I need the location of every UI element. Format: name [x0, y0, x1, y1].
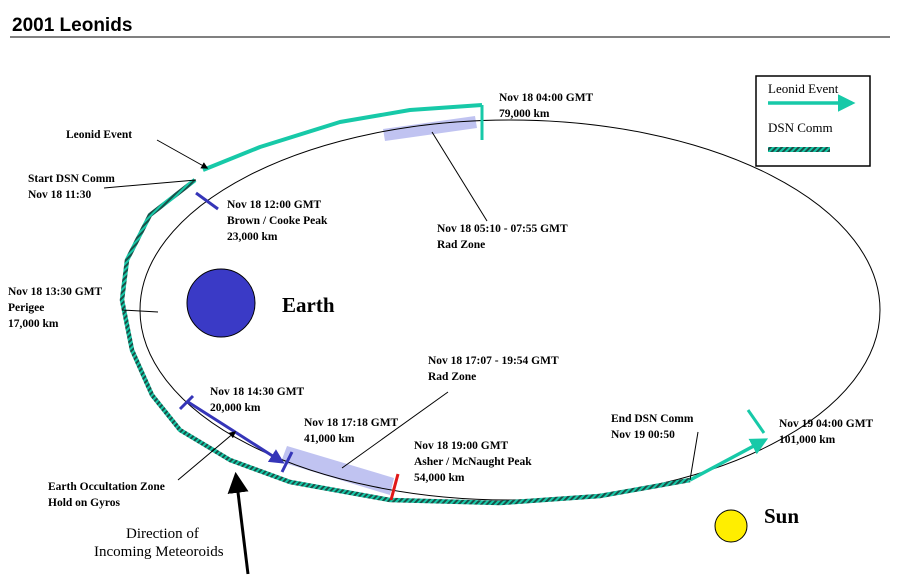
- leonid-event-path-lower: [689, 438, 769, 482]
- legend: Leonid Event DSN Comm: [755, 75, 871, 167]
- rad-zone-1-leader: [431, 131, 488, 222]
- t1718-label-line2: 41,000 km: [304, 433, 355, 445]
- occultation-leader: [177, 431, 237, 481]
- rad-zone-2-label-line1: Nov 18 17:07 - 19:54 GMT: [428, 355, 559, 367]
- occultation-label-line2: Hold on Gyros: [48, 497, 121, 509]
- dsn-comm-path: [119, 178, 691, 506]
- start-dsn-leader: [103, 179, 197, 189]
- t1200-label-line3: 23,000 km: [227, 231, 278, 243]
- sun-icon: [714, 509, 748, 543]
- rad-zone-2-label-line2: Rad Zone: [428, 371, 476, 383]
- t1430-label-line2: 20,000 km: [210, 402, 261, 414]
- gyro-hold-path: [187, 400, 285, 464]
- t1900-label-line3: 54,000 km: [414, 472, 465, 484]
- rad-zone-band-2: [281, 446, 394, 495]
- rad-zone-1-label-line1: Nov 18 05:10 - 07:55 GMT: [437, 223, 568, 235]
- attitude-mark-1200: [195, 191, 219, 211]
- page-title: 2001 Leonids: [12, 15, 132, 36]
- leonid-event-label: Leonid Event: [66, 129, 132, 141]
- legend-dsn-label: DSN Comm: [768, 120, 833, 135]
- rad-zone-2-leader: [341, 391, 449, 469]
- direction-label-line1: Direction of: [126, 526, 199, 542]
- nov19-label-line1: Nov 19 04:00 GMT: [779, 418, 874, 430]
- perigee-label-line1: Nov 18 13:30 GMT: [8, 286, 103, 298]
- t1900-label-line1: Nov 18 19:00 GMT: [414, 440, 509, 452]
- perigee-label-line2: Perigee: [8, 302, 44, 314]
- legend-dsn-swatch: [768, 147, 830, 152]
- meteoroid-direction-arrow: [227, 471, 250, 575]
- perigee-leader: [121, 309, 159, 313]
- nov19-0400-tick: [746, 409, 766, 434]
- t1200-label-line2: Brown / Cooke Peak: [227, 215, 328, 227]
- t1200-label-line1: Nov 18 12:00 GMT: [227, 199, 322, 211]
- rad-zone-band-1: [383, 116, 477, 141]
- end-dsn-label-line2: Nov 19 00:50: [611, 429, 675, 441]
- end-dsn-label-line1: End DSN Comm: [611, 413, 694, 425]
- legend-event-label: Leonid Event: [768, 81, 839, 96]
- perigee-label-line3: 17,000 km: [8, 318, 59, 330]
- direction-label-line2: Incoming Meteoroids: [94, 544, 224, 560]
- attitude-mark-1718: [280, 451, 294, 473]
- rad-zone-1-label-line2: Rad Zone: [437, 239, 485, 251]
- occultation-label-line1: Earth Occultation Zone: [48, 481, 165, 493]
- start-dsn-label-line2: Nov 18 11:30: [28, 189, 92, 201]
- start-dsn-label-line1: Start DSN Comm: [28, 173, 115, 185]
- end-dsn-leader: [689, 431, 699, 481]
- t0400-label-line1: Nov 18 04:00 GMT: [499, 92, 594, 104]
- t1900-label-line2: Asher / McNaught Peak: [414, 456, 532, 468]
- t1718-label-line1: Nov 18 17:18 GMT: [304, 417, 399, 429]
- earth-icon: [186, 268, 256, 338]
- leonid-event-leader: [156, 139, 209, 169]
- t1430-label-line1: Nov 18 14:30 GMT: [210, 386, 305, 398]
- leonid-event-path-upper: [202, 103, 483, 172]
- attitude-mark-1430: [178, 394, 195, 411]
- sun-label: Sun: [764, 504, 799, 528]
- spacecraft-orbit: [139, 119, 881, 501]
- earth-label: Earth: [282, 293, 335, 317]
- t0400-label-line2: 79,000 km: [499, 108, 550, 120]
- nov19-label-line2: 101,000 km: [779, 434, 836, 446]
- asher-mcnaught-peak-mark: [389, 473, 400, 501]
